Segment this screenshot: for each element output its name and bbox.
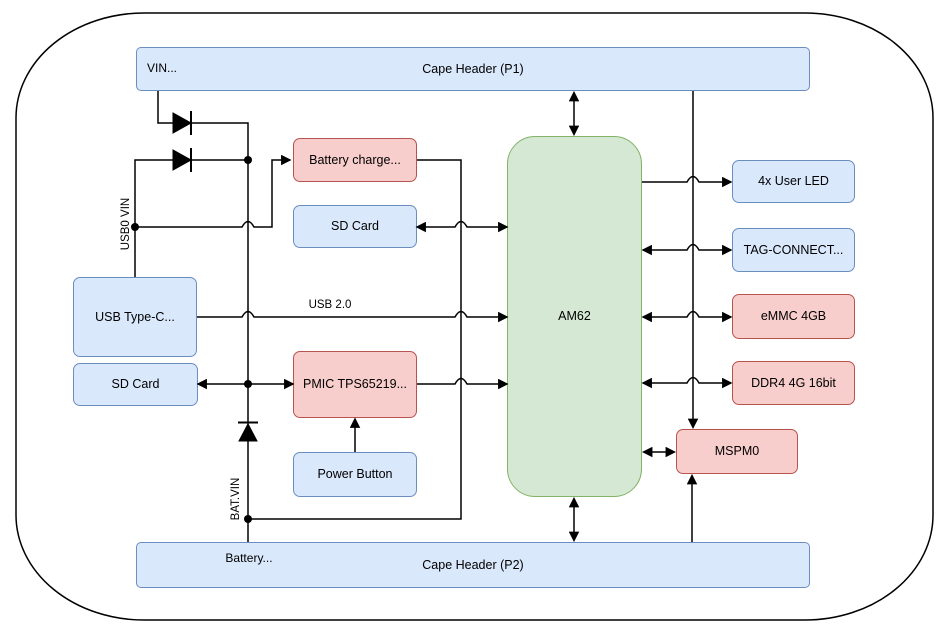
wire-usb2 bbox=[197, 310, 509, 323]
block-label: MSPM0 bbox=[714, 444, 760, 459]
block-label: SD Card bbox=[111, 377, 160, 392]
block-emmc: eMMC 4GB bbox=[732, 294, 855, 339]
junction-bat-vin bbox=[244, 515, 252, 523]
wire-pmic-am62 bbox=[417, 377, 509, 390]
diode-batvin-up bbox=[238, 421, 258, 442]
block-label: AM62 bbox=[558, 309, 591, 324]
net-label-bat-vin: BAT.VIN bbox=[230, 477, 242, 521]
block-sd-card-upper: SD Card bbox=[293, 205, 417, 248]
block-label: Battery charge... bbox=[309, 152, 401, 167]
block-cape-header-p2: Cape Header (P2) Battery... bbox=[136, 542, 810, 588]
block-user-led: 4x User LED bbox=[732, 160, 855, 203]
block-power-button: Power Button bbox=[293, 452, 417, 497]
pin-label-vin: VIN... bbox=[147, 61, 178, 76]
block-battery-charger: Battery charge... bbox=[293, 138, 417, 182]
wire-am62-emmc bbox=[641, 310, 733, 323]
block-ddr4: DDR4 4G 16bit bbox=[732, 361, 855, 405]
block-label: DDR4 4G 16bit bbox=[751, 375, 836, 390]
block-label: eMMC 4GB bbox=[760, 309, 827, 324]
wire-am62-led bbox=[642, 175, 733, 188]
block-label: PMIC TPS65219... bbox=[303, 377, 407, 392]
block-sd-card-left: SD Card bbox=[73, 363, 198, 406]
block-label: USB Type-C... bbox=[95, 309, 175, 324]
block-cape-header-p1: Cape Header (P1) VIN... bbox=[136, 47, 810, 91]
block-label: Cape Header (P1) bbox=[422, 61, 524, 76]
block-am62: AM62 bbox=[507, 136, 642, 497]
block-usb-type-c: USB Type-C... bbox=[73, 277, 197, 357]
diode-vin-from-usb0 bbox=[172, 148, 193, 172]
block-tag-connect: TAG-CONNECT... bbox=[732, 228, 855, 272]
wire-sd-am62 bbox=[415, 220, 509, 233]
block-label: Power Button bbox=[317, 467, 393, 482]
diode-vin-from-p1 bbox=[172, 111, 193, 135]
net-label-usb0-vin: USB0 VIN bbox=[120, 197, 132, 251]
block-label: TAG-CONNECT... bbox=[743, 242, 844, 257]
pin-label-battery: Battery... bbox=[225, 551, 273, 565]
junction-vin-diodes bbox=[244, 156, 252, 164]
wire-usb0-to-charger bbox=[135, 154, 292, 228]
block-pmic: PMIC TPS65219... bbox=[293, 351, 417, 418]
wire-usb0-vin bbox=[134, 159, 248, 277]
block-label: Cape Header (P2) bbox=[422, 557, 524, 572]
wire-am62-ddr4 bbox=[641, 376, 733, 389]
block-mspm0: MSPM0 bbox=[676, 429, 798, 474]
block-label: 4x User LED bbox=[758, 174, 829, 189]
junction-usb0-vin bbox=[131, 223, 139, 231]
wire-am62-tag bbox=[641, 243, 733, 256]
net-label-usb2: USB 2.0 bbox=[308, 299, 352, 311]
junction-pmic-input bbox=[244, 380, 252, 388]
block-label: SD Card bbox=[331, 219, 379, 234]
